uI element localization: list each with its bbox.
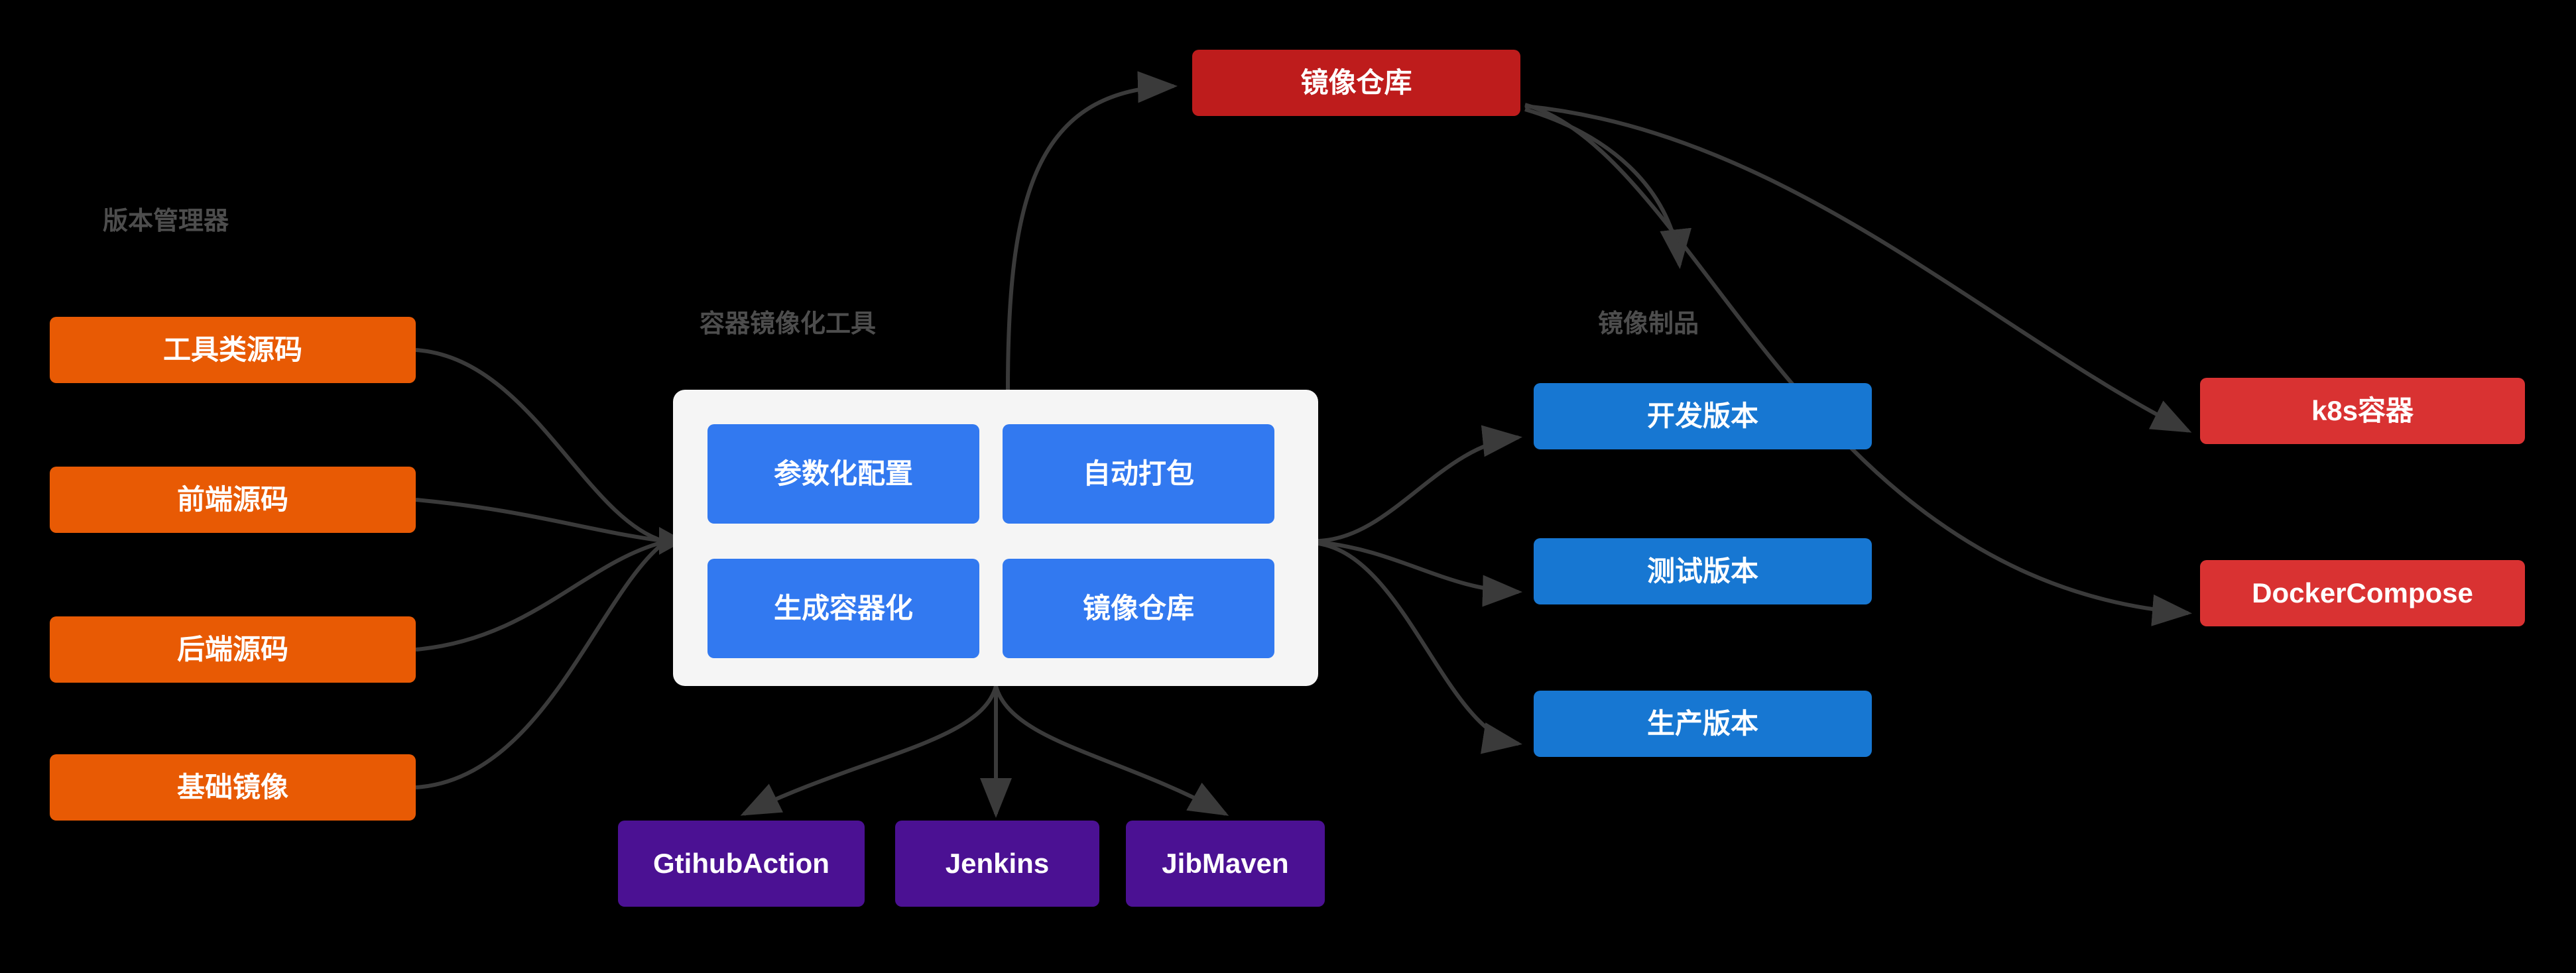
edge-tool-source-to-card [415,348,664,543]
node-docker-compose[interactable]: DockerCompose [2200,560,2525,626]
group-label-container-image-tool: 容器镜像化工具 [700,310,877,338]
node-label: 镜像仓库 [1300,66,1412,98]
node-k8s[interactable]: k8s容器 [2200,378,2525,444]
edge-card-to-github-action [740,685,998,816]
node-label: 基础镜像 [176,771,288,803]
group-label-image-artifacts: 镜像制品 [1598,310,1699,338]
node-label: k8s容器 [2311,394,2414,426]
node-github-action[interactable]: GtihubAction [618,821,865,907]
node-label: 后端源码 [176,633,288,665]
cell-label: 自动打包 [1082,457,1194,489]
node-label: JibMaven [1162,847,1289,879]
edge-registry-to-dockercompose [1524,103,2192,626]
node-backend-source[interactable]: 后端源码 [50,616,416,683]
group-label-version-manager: 版本管理器 [103,207,229,235]
cell-label: 参数化配置 [773,457,913,489]
edge-base-image-to-card [415,542,664,789]
node-label: 生产版本 [1646,707,1758,739]
edge-card-to-dev [1318,425,1522,543]
edge-registry-to-k8s [1524,104,2192,433]
cell-auto-build[interactable]: 自动打包 [1003,424,1274,524]
node-test-version[interactable]: 测试版本 [1534,538,1872,604]
cell-label: 生成容器化 [773,592,913,624]
edge-card-to-test [1318,540,1522,607]
cell-label: 镜像仓库 [1082,592,1194,624]
node-tool-source[interactable]: 工具类源码 [50,317,416,383]
node-label: DockerCompose [2252,577,2473,608]
container-image-tool-card: 参数化配置 自动打包 生成容器化 镜像仓库 [673,390,1318,686]
cell-gen-container[interactable]: 生成容器化 [707,559,979,658]
edge-backend-source-to-card [415,540,664,652]
node-frontend-source[interactable]: 前端源码 [50,467,416,533]
edge-card-to-registry [1006,71,1178,390]
node-prod-version[interactable]: 生产版本 [1534,691,1872,757]
node-dev-version[interactable]: 开发版本 [1534,383,1872,449]
node-jib-maven[interactable]: JibMaven [1126,821,1325,907]
node-base-image[interactable]: 基础镜像 [50,754,416,821]
node-label: 前端源码 [176,483,288,515]
cell-image-registry[interactable]: 镜像仓库 [1003,559,1274,658]
edge-card-to-prod [1318,542,1522,754]
edge-card-to-jib-maven [994,685,1229,816]
node-label: 开发版本 [1646,400,1758,431]
node-jenkins[interactable]: Jenkins [895,821,1099,907]
node-label: GtihubAction [653,847,829,879]
edge-frontend-source-to-card [415,498,664,543]
node-label: 测试版本 [1646,555,1758,587]
node-image-registry[interactable]: 镜像仓库 [1192,50,1520,116]
node-label: 工具类源码 [162,333,302,365]
cell-param-config[interactable]: 参数化配置 [707,424,979,524]
node-label: Jenkins [945,847,1050,879]
arrowhead-to-card [659,527,684,555]
